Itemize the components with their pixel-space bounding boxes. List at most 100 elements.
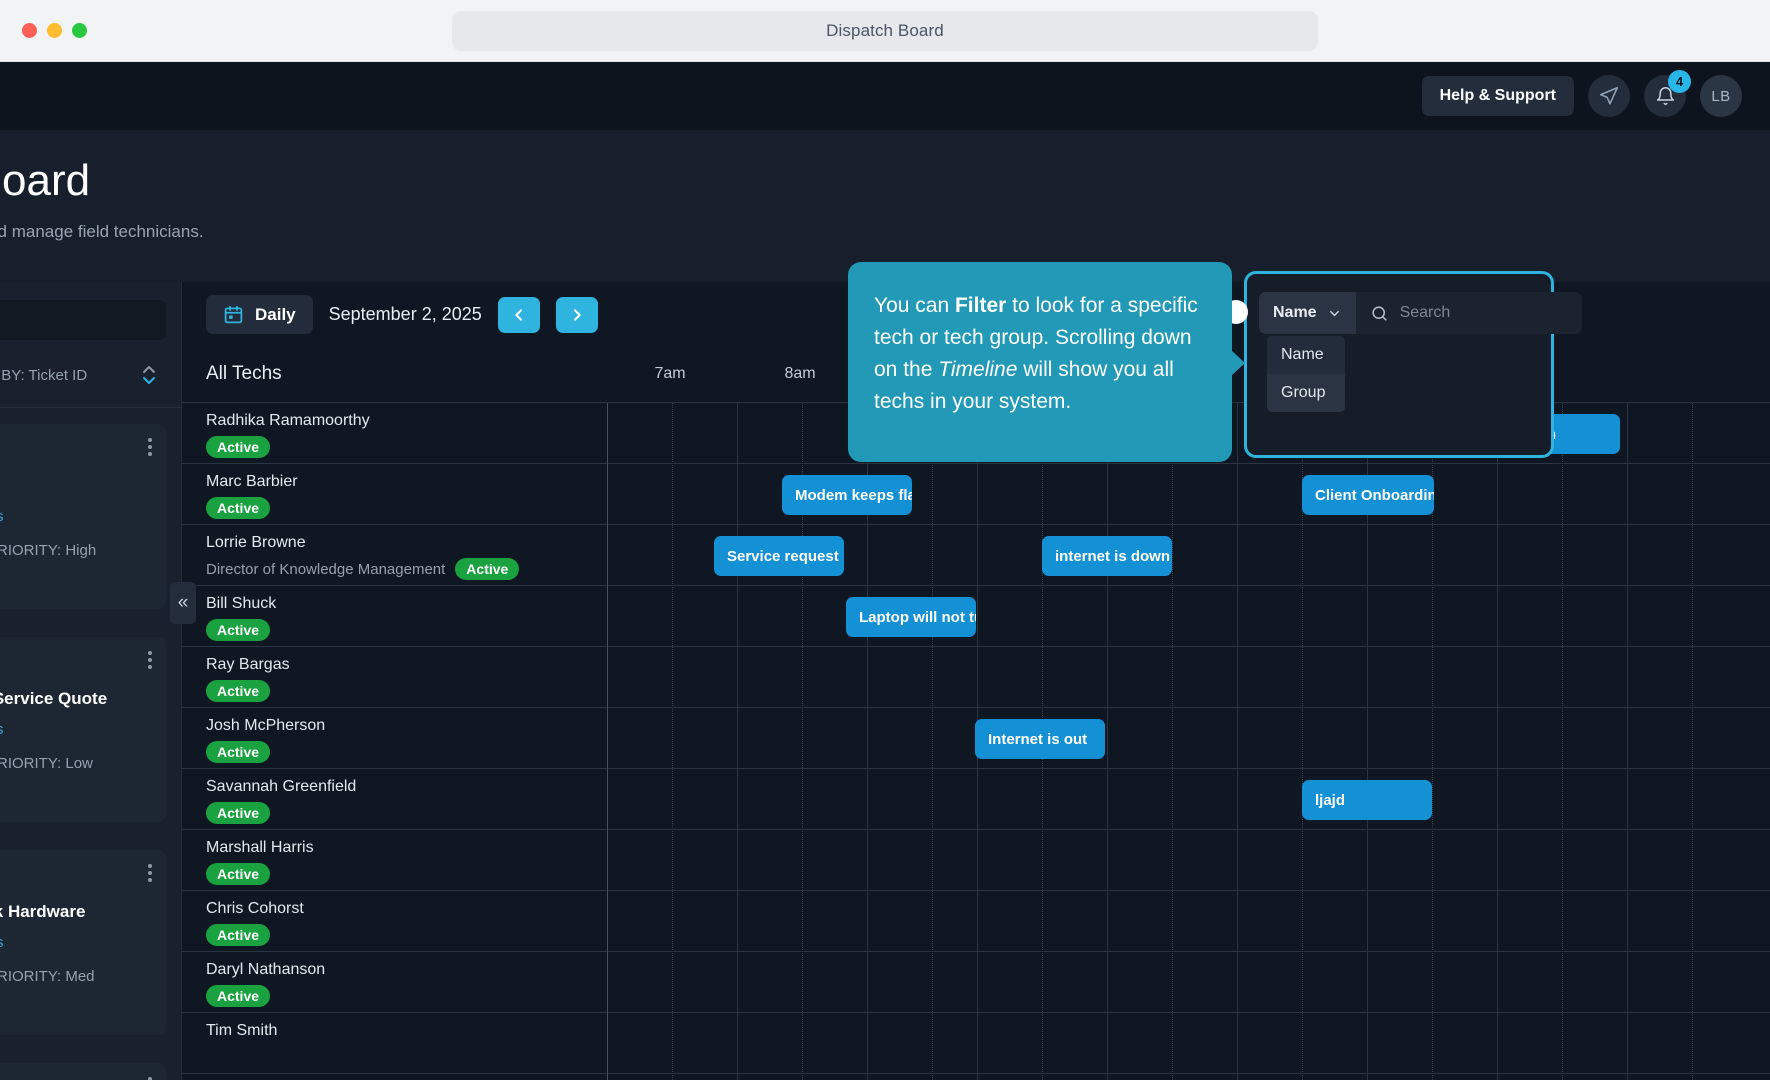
tech-name: Ray Bargas xyxy=(206,656,290,673)
ticket-org[interactable]: dvisors xyxy=(0,508,152,525)
ticket-sort-label: SORT BY: Ticket ID xyxy=(0,366,88,384)
next-day-button[interactable] xyxy=(555,296,598,333)
appointment-block[interactable]: internet is down xyxy=(1042,536,1172,576)
address-bar[interactable]: Dispatch Board xyxy=(452,11,1318,51)
sidebar-divider xyxy=(0,407,182,408)
grid-line xyxy=(1497,403,1498,1080)
tech-name: Bill Shuck xyxy=(206,595,277,612)
ticket-card[interactable]: 4 brook Hardware dvisors !! PRIORITY: Me… xyxy=(0,850,166,1035)
ticket-search-input[interactable]: earch xyxy=(0,300,166,340)
techs-column-header: All Techs xyxy=(206,363,282,384)
menu-item-name[interactable]: Name xyxy=(1267,336,1345,374)
appointment-block[interactable]: Laptop will not tur… xyxy=(846,597,976,637)
appointment-block[interactable]: ljajd xyxy=(1302,780,1432,820)
callout-bold-filter: Filter xyxy=(954,294,1007,317)
hour-label-8am: 8am xyxy=(784,365,816,382)
traffic-lights xyxy=(22,23,87,38)
table-row[interactable]: Josh McPherson Active xyxy=(182,708,1770,769)
minimize-button[interactable] xyxy=(47,23,62,38)
grid-line xyxy=(802,403,803,1080)
kebab-menu-icon[interactable] xyxy=(148,436,152,456)
ticket-org[interactable]: dvisors xyxy=(0,721,152,738)
table-row[interactable]: Ray Bargas Active xyxy=(182,647,1770,708)
search-icon xyxy=(1371,305,1387,321)
appointment-block[interactable]: Internet is out xyxy=(975,719,1105,759)
tech-name: Josh McPherson xyxy=(206,717,326,734)
table-row[interactable]: Tim Smith xyxy=(182,1013,1770,1074)
close-button[interactable] xyxy=(22,23,37,38)
grid-line xyxy=(932,403,933,1080)
page-subtitle: sign, and manage field technicians. xyxy=(0,222,204,241)
notification-count-badge: 4 xyxy=(1668,70,1691,93)
appointment-block[interactable]: Modem keeps fla… xyxy=(782,475,912,515)
grid-line xyxy=(1432,403,1433,1080)
window-title: Dispatch Board xyxy=(826,21,944,40)
hour-label-7am: 7am xyxy=(654,365,686,382)
table-row[interactable]: Savannah Greenfield Active xyxy=(182,769,1770,830)
tech-name: Tim Smith xyxy=(206,1022,278,1039)
board-toolbar: Daily September 2, 2025 xyxy=(182,282,1770,347)
ticket-card[interactable]: rinter dvisors !!! PRIORITY: High xyxy=(0,424,166,609)
calendar-icon xyxy=(224,305,243,324)
help-and-support-button[interactable]: Help & Support xyxy=(1421,76,1574,116)
ticket-card[interactable]: 3 xyxy=(0,1063,166,1080)
kebab-menu-icon[interactable] xyxy=(148,649,152,669)
ticket-sort-control[interactable]: SORT BY: Ticket ID xyxy=(0,357,166,393)
send-message-button[interactable] xyxy=(1588,75,1630,117)
paper-plane-icon xyxy=(1599,86,1619,105)
filter-dropdown-menu: Name Group xyxy=(1267,336,1345,412)
filter-search-input[interactable]: Search xyxy=(1355,292,1582,334)
sort-updown-icon xyxy=(143,366,155,384)
grid-line xyxy=(1237,403,1238,1080)
maximize-button[interactable] xyxy=(72,23,87,38)
grid-line xyxy=(1692,403,1693,1080)
top-navigation-bar: Help & Support 4 LB xyxy=(0,62,1770,130)
tech-name: Radhika Ramamoorthy xyxy=(206,412,370,429)
table-row[interactable]: Daryl Nathanson Active xyxy=(182,952,1770,1013)
ticket-card[interactable]: ring Service Quote dvisors ! PRIORITY: L… xyxy=(0,637,166,822)
appointment-block[interactable]: Service request xyxy=(714,536,844,576)
table-row[interactable]: Marc Barbier Active xyxy=(182,464,1770,525)
tech-column-separator xyxy=(607,403,608,1080)
appointment-block[interactable]: Client Onboarding… xyxy=(1302,475,1434,515)
kebab-menu-icon[interactable] xyxy=(148,1075,152,1080)
ticket-org[interactable]: dvisors xyxy=(0,934,152,951)
status-badge: Active xyxy=(206,497,271,519)
callout-tail xyxy=(1231,350,1245,376)
timeline-grid[interactable]: Radhika Ramamoorthy Active Marc Barbier … xyxy=(182,403,1770,1080)
tech-name: Chris Cohorst xyxy=(206,900,304,917)
ticket-priority: !!! PRIORITY: High xyxy=(0,539,152,561)
table-row[interactable]: Radhika Ramamoorthy Active xyxy=(182,403,1770,464)
table-row[interactable]: Marshall Harris Active xyxy=(182,830,1770,891)
grid-line xyxy=(1107,403,1108,1080)
user-avatar[interactable]: LB xyxy=(1700,75,1742,117)
filter-type-dropdown[interactable]: Name xyxy=(1259,292,1356,334)
priority-label: PRIORITY: Med xyxy=(0,967,95,985)
callout-text-3: will show you all techs in your system. xyxy=(874,358,1174,413)
window-title-bar: Dispatch Board xyxy=(0,0,1770,62)
ticket-priority: ! PRIORITY: Low xyxy=(0,752,152,774)
previous-day-button[interactable] xyxy=(497,296,540,333)
table-row[interactable]: Lorrie Browne Director of Knowledge Mana… xyxy=(182,525,1770,586)
view-mode-label: Daily xyxy=(255,304,296,324)
ticket-title: ring Service Quote xyxy=(0,689,108,708)
kebab-menu-icon[interactable] xyxy=(148,862,152,882)
chevron-left-icon xyxy=(515,308,522,321)
grid-line xyxy=(1302,403,1303,1080)
table-row[interactable]: Bill Shuck Active xyxy=(182,586,1770,647)
menu-item-group[interactable]: Group xyxy=(1281,384,1326,401)
status-badge: Active xyxy=(206,802,271,824)
page-header: ch Board sign, and manage field technici… xyxy=(0,130,1770,282)
collapse-sidebar-button[interactable]: « xyxy=(170,582,196,624)
grid-line xyxy=(737,403,738,1080)
view-mode-button[interactable]: Daily xyxy=(206,295,313,334)
app-shell: Help & Support 4 LB ch Board sign, and m… xyxy=(0,62,1770,1080)
notifications-button[interactable]: 4 xyxy=(1644,70,1691,117)
table-row[interactable]: Chris Cohorst Active xyxy=(182,891,1770,952)
filter-control-highlight: Name Search Name Group xyxy=(1244,271,1582,458)
filter-search-placeholder: Search xyxy=(1399,304,1451,321)
status-badge: Active xyxy=(206,619,271,641)
status-badge: Active xyxy=(206,863,271,885)
tech-name: Marshall Harris xyxy=(206,839,314,856)
grid-line xyxy=(672,403,673,1080)
